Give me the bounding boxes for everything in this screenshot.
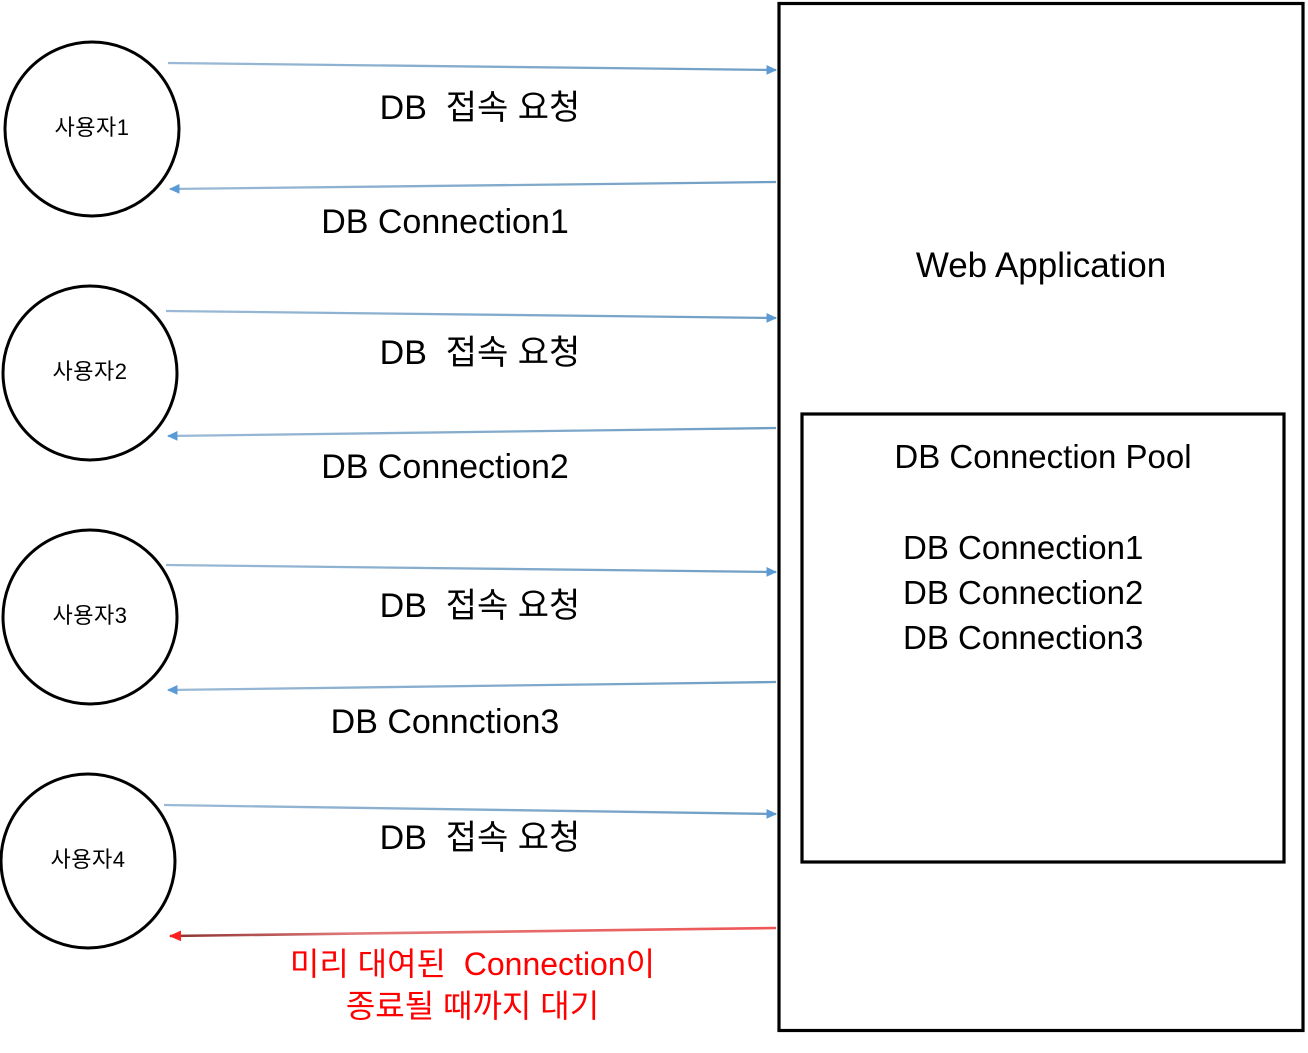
web-application-title: Web Application bbox=[915, 246, 1167, 285]
request-arrow-1 bbox=[167, 61, 777, 75]
request-label-1: DB 접속 요청 bbox=[379, 89, 581, 127]
wait-note-line-1: 미리 대여된 Connection이 bbox=[289, 946, 656, 982]
request-arrow-3 bbox=[165, 563, 777, 577]
user-circle-4 bbox=[0, 772, 177, 950]
response-arrow-3 bbox=[167, 680, 777, 695]
pool-connection-item-2: DB Connection2 bbox=[903, 574, 1144, 611]
user-label-1: 사용자1 bbox=[54, 115, 130, 140]
db-connection-pool-box bbox=[800, 412, 1286, 864]
user-circle-1 bbox=[3, 40, 181, 218]
wait-note-line-2: 종료될 때까지 대기 bbox=[345, 988, 600, 1024]
user-label-3: 사용자3 bbox=[52, 603, 128, 628]
wait-arrow-4 bbox=[169, 926, 777, 942]
user-label-2: 사용자2 bbox=[52, 359, 128, 384]
pool-connection-item-3: DB Connection3 bbox=[903, 619, 1144, 656]
response-arrow-1 bbox=[169, 180, 777, 194]
request-label-4: DB 접속 요청 bbox=[379, 819, 581, 857]
db-connection-pool-title: DB Connection Pool bbox=[894, 438, 1192, 475]
request-arrow-2 bbox=[165, 309, 777, 323]
response-label-1: DB Connection1 bbox=[321, 203, 569, 241]
request-arrow-4 bbox=[163, 803, 777, 819]
user-circle-2 bbox=[1, 284, 179, 462]
user-circle-3 bbox=[1, 528, 179, 706]
pool-connection-item-1: DB Connection1 bbox=[903, 529, 1144, 566]
response-label-2: DB Connection2 bbox=[321, 448, 569, 486]
response-arrow-2 bbox=[167, 426, 777, 441]
request-label-2: DB 접속 요청 bbox=[379, 334, 581, 372]
response-label-3: DB Connction3 bbox=[330, 703, 560, 741]
request-label-3: DB 접속 요청 bbox=[379, 587, 581, 625]
user-label-4: 사용자4 bbox=[50, 847, 126, 872]
